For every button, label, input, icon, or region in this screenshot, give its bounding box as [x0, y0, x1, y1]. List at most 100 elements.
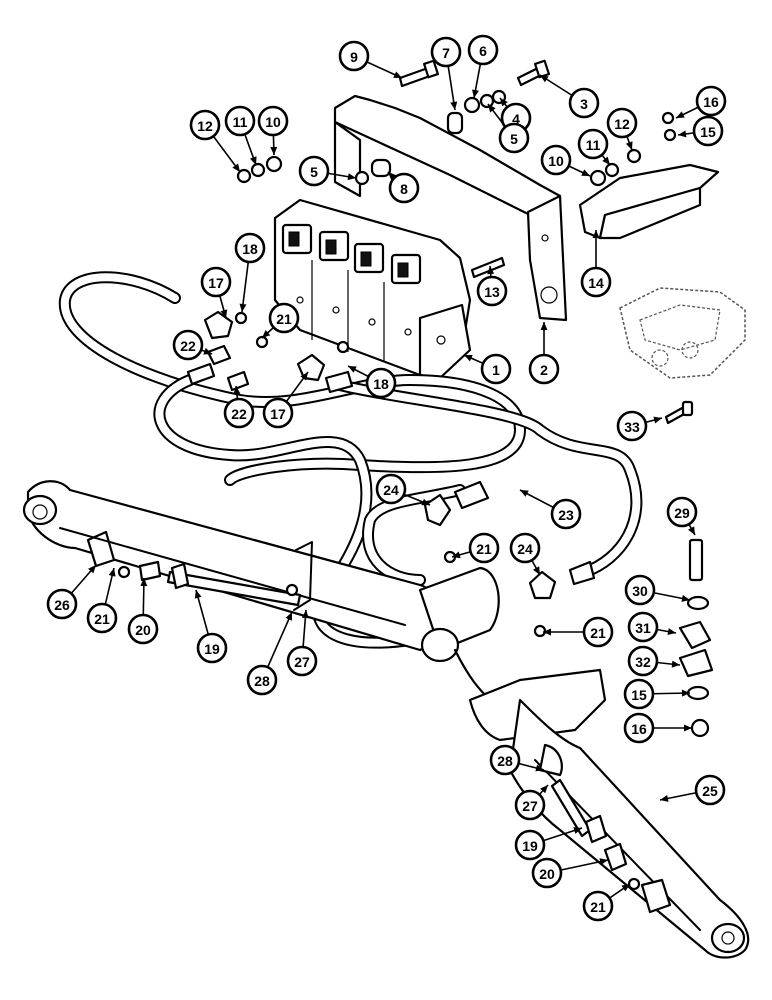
callout-number: 20 [135, 622, 151, 638]
callout-circle [489, 744, 521, 776]
callout-number: 20 [539, 866, 555, 882]
callout-number: 13 [484, 284, 500, 300]
callout-number: 4 [512, 111, 520, 127]
callout-arrowhead [108, 568, 116, 577]
callout-5: 5 [298, 155, 357, 187]
callout-28: 28 [246, 611, 293, 696]
callout-number: 28 [497, 753, 513, 769]
callout-number: 21 [276, 311, 292, 327]
callout-number: 7 [442, 45, 450, 61]
callout-20: 20 [127, 577, 159, 645]
callout-circle [616, 410, 648, 442]
callout-circle [531, 857, 563, 889]
solenoid-coils [281, 223, 422, 285]
callout-24: 24 [375, 473, 431, 506]
callout-number: 32 [635, 654, 651, 670]
callout-arrowhead [464, 355, 473, 362]
callout-circle [480, 353, 512, 385]
component-preview [619, 287, 746, 379]
callout-arrowhead [203, 347, 212, 355]
callout-5: 5 [487, 103, 530, 154]
callout-21: 21 [543, 616, 614, 648]
callout-arrowhead [599, 858, 608, 866]
callout-number: 24 [517, 541, 533, 557]
callout-circle [514, 829, 546, 861]
callout-circle [694, 774, 726, 806]
callout-circle [262, 397, 294, 429]
callout-circle [224, 105, 256, 137]
callout-8: 8 [387, 171, 420, 204]
callout-arrowhead [220, 309, 228, 318]
callout-arrowhead [239, 303, 247, 312]
callout-circle [223, 397, 255, 429]
callout-22: 22 [223, 385, 255, 429]
callout-18: 18 [347, 365, 397, 399]
callout-arrowhead [676, 111, 685, 118]
callout-30: 30 [624, 574, 691, 606]
callout-arrowhead [681, 689, 690, 697]
callout-arrowhead [347, 173, 356, 181]
callout-number: 26 [54, 597, 70, 613]
callout-number: 3 [580, 96, 588, 112]
callout-arrowhead [653, 416, 662, 424]
callout-circle [246, 664, 278, 696]
callout-arrowhead [684, 724, 692, 732]
callout-arrowhead [249, 156, 257, 165]
callout-19: 19 [194, 589, 228, 664]
callout-11: 11 [577, 128, 611, 166]
callout-arrowhead [300, 372, 308, 381]
callout-number: 21 [590, 625, 606, 641]
callout-circle [468, 532, 500, 564]
callout-arrowhead [472, 89, 479, 98]
callout-number: 2 [540, 362, 548, 378]
callout-arrowhead [88, 565, 96, 574]
callout-circle [624, 574, 656, 606]
callout-number: 21 [476, 541, 492, 557]
callout-number: 17 [208, 275, 224, 291]
callout-12: 12 [189, 109, 241, 173]
callout-number: 16 [703, 94, 719, 110]
callout-arrowhead [681, 594, 690, 602]
callout-circle [46, 588, 78, 620]
callout-circle [498, 122, 530, 154]
mounting-plate [333, 94, 568, 322]
callout-circle [257, 105, 289, 137]
callout-21: 21 [451, 532, 500, 564]
callout-27: 27 [286, 609, 318, 677]
callout-number: 29 [674, 505, 690, 521]
callout-arrowhead [488, 104, 496, 113]
callout-circle [430, 36, 462, 68]
callout-15: 15 [623, 678, 691, 710]
callout-number: 22 [180, 338, 196, 354]
upper-cylinder [22, 480, 500, 663]
callout-arrowhead [450, 101, 458, 110]
callout-circle [286, 645, 318, 677]
callout-number: 9 [350, 49, 358, 65]
callout-number: 6 [479, 43, 487, 59]
callout-21: 21 [582, 883, 631, 922]
callout-number: 19 [204, 641, 220, 657]
callout-31: 31 [627, 611, 677, 643]
callout-number: 15 [631, 687, 647, 703]
callout-circle [509, 532, 541, 564]
callout-29: 29 [666, 496, 698, 536]
callout-arrowhead [301, 610, 309, 619]
callout-arrowhead [520, 490, 529, 497]
callout-16: 16 [675, 85, 727, 119]
callout-32: 32 [627, 645, 681, 677]
side-bracket [578, 163, 720, 240]
upper-cylinder-pipe [117, 560, 302, 607]
callout-number: 10 [265, 114, 281, 130]
callout-circle [666, 496, 698, 528]
callout-arrowhead [140, 578, 148, 587]
callout-number: 15 [700, 124, 716, 140]
callout-circle [582, 616, 614, 648]
callout-number: 18 [242, 241, 258, 257]
callout-18: 18 [234, 232, 266, 313]
callout-circle [623, 712, 655, 744]
callout-arrowhead [667, 628, 676, 636]
callout-15: 15 [677, 115, 724, 147]
callout-arrowhead [625, 141, 633, 150]
callout-circle [476, 275, 508, 307]
